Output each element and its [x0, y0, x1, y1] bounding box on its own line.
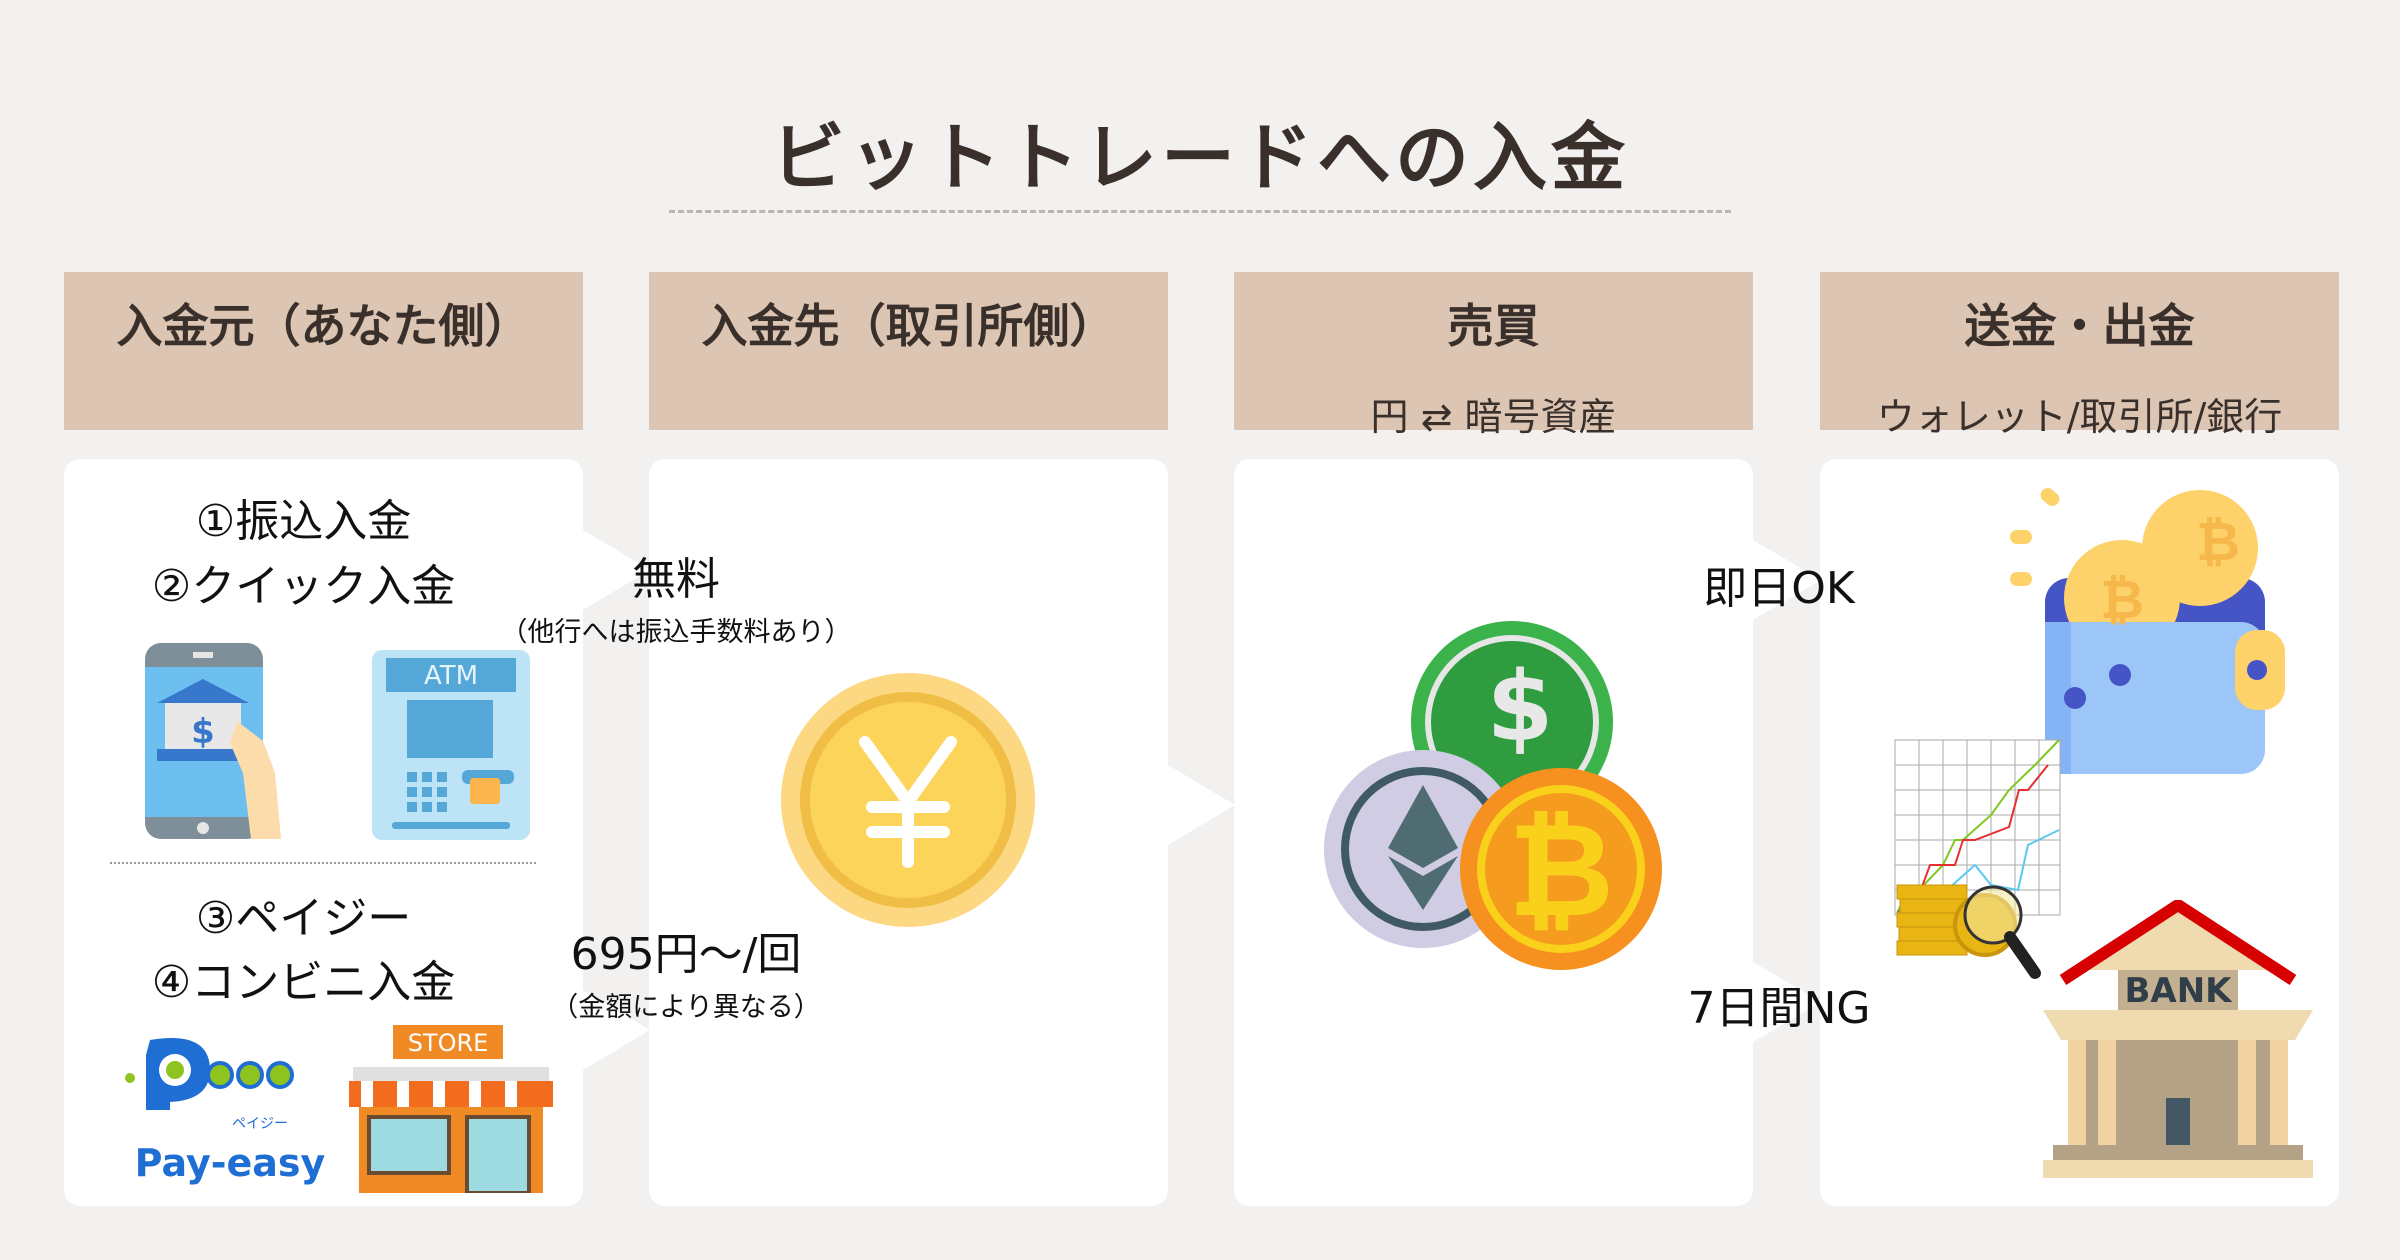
payeasy-label: Pay-easy — [135, 1141, 326, 1185]
svg-text:₿: ₿ — [1508, 794, 1614, 946]
method-transfer: ①振込入金 — [195, 496, 412, 547]
page-title: ビットトレードへの入金 — [771, 115, 1629, 201]
header-source: 入金元（あなた側） — [64, 272, 583, 430]
title-divider — [669, 210, 1731, 213]
header-title: 売買 — [1447, 299, 1540, 353]
convenience-store-icon: STORE — [349, 1025, 553, 1193]
header-title: 入金先（取引所側） — [701, 299, 1116, 353]
bank-label: BANK — [2124, 971, 2233, 1011]
atm-label: ATM — [424, 661, 478, 691]
header-title: 送金・出金 — [1964, 299, 2195, 353]
method-divider — [110, 862, 536, 864]
yen-coin-icon — [781, 673, 1035, 927]
header-title: 入金元（あなた側） — [116, 299, 531, 353]
crypto-coins-icon: $ ₿ — [1324, 621, 1662, 970]
fee-paid: 695円〜/回 — [570, 929, 802, 980]
smartphone-banking-icon: $ — [145, 643, 281, 839]
method-quick: ②クイック入金 — [151, 561, 456, 612]
crypto-wallet-icon: ₿ ₿ — [2010, 488, 2285, 774]
transfer-ng: 7日間NG — [1687, 983, 1871, 1034]
bank-icon: BANK — [2043, 900, 2313, 1178]
header-subtitle: 円 ⇄ 暗号資産 — [1370, 395, 1617, 439]
header-withdraw: 送金・出金 ウォレット/取引所/銀行 — [1820, 272, 2339, 439]
arrow-main — [1168, 765, 1235, 845]
transfer-ok: 即日OK — [1703, 563, 1855, 614]
header-subtitle: ウォレット/取引所/銀行 — [1876, 395, 2283, 439]
payeasy-kana: ペイジー — [232, 1116, 288, 1132]
header-trade: 売買 円 ⇄ 暗号資産 — [1234, 272, 1753, 439]
svg-text:$: $ — [1487, 651, 1554, 763]
fee-free-note: （他行へは振込手数料あり） — [500, 617, 852, 648]
fee-free: 無料 — [632, 554, 720, 605]
bitcoin-coin-icon: ₿ — [1460, 768, 1662, 970]
method-payeasy: ③ペイジー — [195, 893, 412, 944]
arrow-ok — [1753, 540, 1821, 620]
store-label: STORE — [408, 1029, 489, 1057]
svg-text:$: $ — [191, 712, 215, 752]
market-chart-icon — [1894, 739, 2061, 979]
arrow-free — [583, 530, 650, 610]
method-convenience: ④コンビニ入金 — [151, 957, 456, 1008]
header-destination: 入金先（取引所側） — [649, 272, 1168, 430]
atm-icon: ATM — [372, 650, 530, 840]
svg-text:₿: ₿ — [2100, 568, 2144, 631]
arrow-ng — [1753, 962, 1821, 1042]
fee-paid-note: （金額により異なる） — [551, 992, 821, 1023]
payeasy-logo: ペイジー Pay-easy — [125, 1038, 326, 1185]
arrow-paid — [583, 990, 650, 1070]
svg-text:₿: ₿ — [2196, 510, 2240, 573]
